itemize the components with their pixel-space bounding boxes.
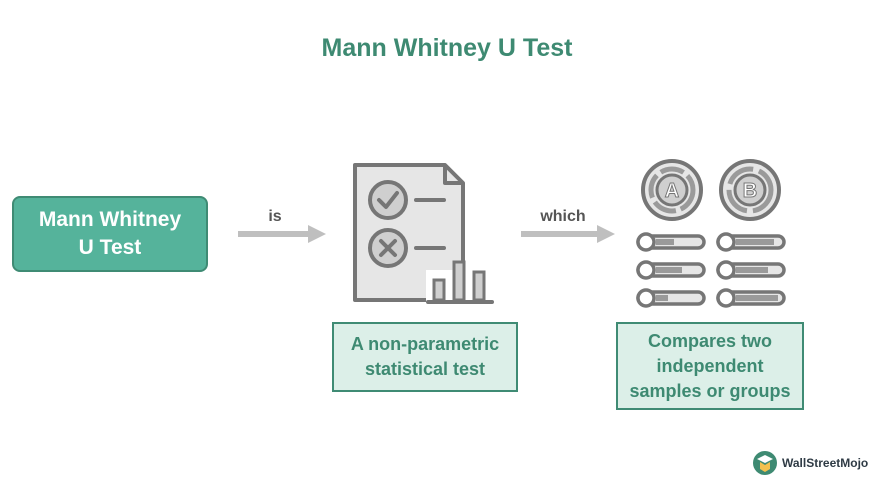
group-comparison-icon: A B bbox=[636, 159, 786, 308]
description-compare-line1: Compares two bbox=[647, 330, 772, 351]
arrow-label-which: which bbox=[540, 208, 586, 225]
main-concept-box: Mann Whitney U Test bbox=[12, 196, 208, 272]
arrow-right-icon bbox=[238, 225, 326, 243]
document-checklist-icon bbox=[353, 163, 496, 306]
main-concept-line1: Mann Whitney bbox=[38, 208, 182, 231]
arrow-label-is: is bbox=[268, 208, 282, 225]
description-box-compare: Compares two independent samples or grou… bbox=[616, 322, 804, 410]
arrow-right-icon bbox=[521, 225, 615, 243]
description-test-line2: statistical test bbox=[364, 359, 486, 379]
description-test-line1: A non-parametric bbox=[350, 334, 500, 354]
description-box-test: A non-parametric statistical test bbox=[332, 322, 518, 392]
logo-mark-icon bbox=[753, 451, 777, 475]
logo-text: WallStreetMojo bbox=[782, 456, 869, 470]
description-compare-line3: samples or groups bbox=[629, 380, 791, 401]
description-compare-line2: independent bbox=[656, 355, 764, 376]
group-b-letter: B bbox=[743, 180, 757, 202]
group-a-letter: A bbox=[665, 180, 679, 202]
wallstreetmojo-logo: WallStreetMojo bbox=[752, 450, 868, 476]
page-title: Mann Whitney U Test bbox=[321, 34, 573, 62]
main-concept-line2: U Test bbox=[78, 236, 142, 259]
